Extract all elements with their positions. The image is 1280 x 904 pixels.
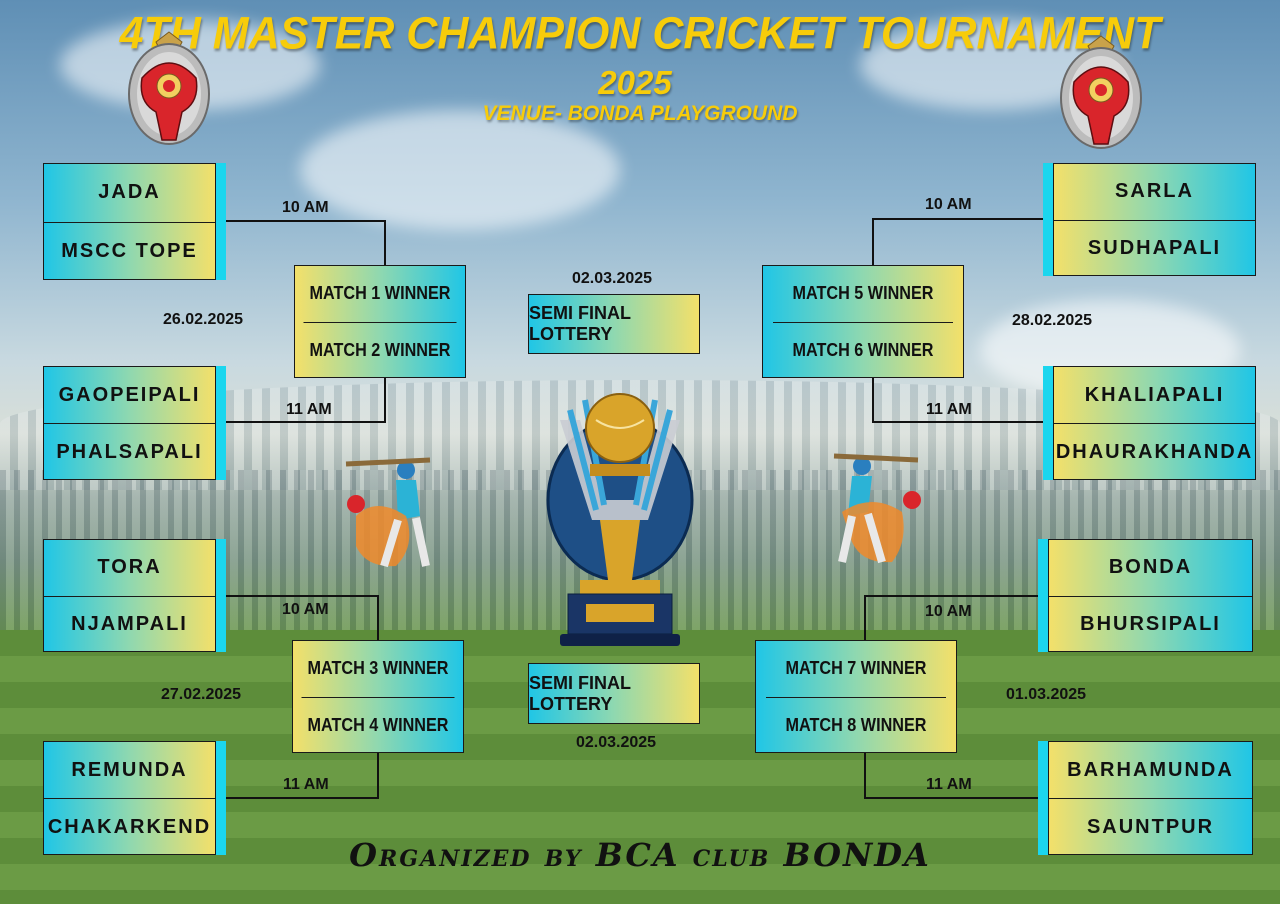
- team-name: SAUNTPUR: [1049, 798, 1252, 855]
- match-time: 10 AM: [925, 196, 972, 213]
- match-time: 11 AM: [286, 401, 332, 418]
- match-time: 11 AM: [926, 776, 972, 793]
- winners-7-8-card: MATCH 7 WINNER MATCH 8 WINNER: [755, 640, 957, 753]
- emblem-logo: [1060, 35, 1142, 149]
- team-name: BHURSIPALI: [1049, 595, 1252, 653]
- match-date: 27.02.2025: [161, 686, 242, 703]
- winner-label: MATCH 3 WINNER: [307, 658, 449, 679]
- bracket-line: [215, 421, 385, 423]
- team-name: NJAMPALI: [44, 595, 215, 653]
- match-time: 10 AM: [282, 601, 329, 618]
- match-3-card: TORA NJAMPALI: [43, 539, 216, 652]
- winner-label: MATCH 6 WINNER: [773, 321, 953, 379]
- match-4-card: REMUNDA CHAKARKEND: [43, 741, 216, 855]
- match-1-card: JADA MSCC TOPE: [43, 163, 216, 280]
- batsman-icon: [833, 453, 921, 564]
- match-time: 10 AM: [925, 603, 972, 620]
- winners-5-6-card: MATCH 5 WINNER MATCH 6 WINNER: [762, 265, 964, 378]
- bracket-line: [872, 218, 874, 265]
- trophy-icon: [546, 393, 694, 646]
- winner-label: MATCH 4 WINNER: [301, 696, 455, 754]
- winner-label: MATCH 8 WINNER: [766, 696, 946, 754]
- venue-label: VENUE- BONDA PLAYGROUND: [482, 102, 798, 125]
- team-name: SUDHAPALI: [1054, 219, 1255, 277]
- card-accent: [1038, 741, 1048, 855]
- match-5-card: SARLA SUDHAPALI: [1053, 163, 1256, 276]
- winners-3-4-card: MATCH 3 WINNER MATCH 4 WINNER: [292, 640, 464, 753]
- bracket-line: [215, 797, 379, 799]
- team-name: BARHAMUNDA: [1067, 758, 1234, 781]
- card-accent: [216, 539, 226, 652]
- emblem-logo: [128, 31, 210, 145]
- tournament-title: 4TH MASTER CHAMPION CRICKET TOURNAMENT: [119, 8, 1161, 60]
- team-name: JADA: [98, 181, 161, 204]
- team-name: KHALIAPALI: [1084, 383, 1225, 406]
- bracket-line: [864, 797, 1050, 799]
- bracket-line: [864, 595, 1050, 597]
- winners-1-2-card: MATCH 1 WINNER MATCH 2 WINNER: [294, 265, 466, 378]
- match-2-card: GAOPEIPALI PHALSAPALI: [43, 366, 216, 480]
- semi-final-lottery-top: SEMI FINAL LOTTERY: [528, 294, 700, 354]
- team-name: DHAURAKHANDA: [1054, 423, 1255, 480]
- bracket-line: [872, 378, 874, 423]
- card-accent: [1038, 539, 1048, 652]
- bracket-line: [384, 220, 386, 265]
- card-accent: [216, 741, 226, 855]
- organizer-footer: Organized by BCA club BONDA: [349, 836, 931, 874]
- cloud: [300, 110, 620, 230]
- match-date: 01.03.2025: [1006, 686, 1087, 703]
- winner-label: MATCH 1 WINNER: [309, 283, 451, 304]
- bracket-line: [215, 220, 385, 222]
- semi-final-date: 02.03.2025: [576, 734, 657, 751]
- match-time: 11 AM: [283, 776, 329, 793]
- bracket-line: [864, 752, 866, 799]
- team-name: GAOPEIPALI: [58, 383, 201, 406]
- card-accent: [1043, 163, 1053, 276]
- match-7-card: BONDA BHURSIPALI: [1048, 539, 1253, 652]
- winner-label: MATCH 5 WINNER: [792, 283, 934, 304]
- bracket-line: [384, 378, 386, 423]
- winner-label: MATCH 2 WINNER: [303, 321, 457, 379]
- match-8-card: BARHAMUNDA SAUNTPUR: [1048, 741, 1253, 855]
- match-date: 28.02.2025: [1012, 312, 1093, 329]
- match-time: 10 AM: [282, 199, 329, 216]
- team-name: BONDA: [1108, 556, 1193, 579]
- bracket-line: [215, 595, 379, 597]
- batsman-icon: [345, 457, 431, 568]
- semi-final-lottery-bottom: SEMI FINAL LOTTERY: [528, 663, 700, 724]
- team-name: TORA: [97, 556, 162, 579]
- card-accent: [216, 163, 226, 280]
- team-name: MSCC TOPE: [44, 221, 215, 281]
- bracket-line: [377, 595, 379, 640]
- match-date: 26.02.2025: [163, 311, 244, 328]
- match-time: 11 AM: [926, 401, 972, 418]
- team-name: REMUNDA: [71, 758, 188, 781]
- team-name: SARLA: [1115, 180, 1194, 203]
- team-name: PHALSAPALI: [44, 423, 215, 480]
- semi-final-date: 02.03.2025: [572, 270, 653, 287]
- card-accent: [1043, 366, 1053, 480]
- bracket-line: [864, 595, 866, 640]
- bracket-line: [377, 752, 379, 799]
- team-name: CHAKARKEND: [44, 798, 215, 855]
- bracket-line: [872, 218, 1054, 220]
- bracket-line: [872, 421, 1054, 423]
- match-6-card: KHALIAPALI DHAURAKHANDA: [1053, 366, 1256, 480]
- winner-label: MATCH 7 WINNER: [785, 658, 927, 679]
- card-accent: [216, 366, 226, 480]
- tournament-year: 2025: [598, 64, 672, 101]
